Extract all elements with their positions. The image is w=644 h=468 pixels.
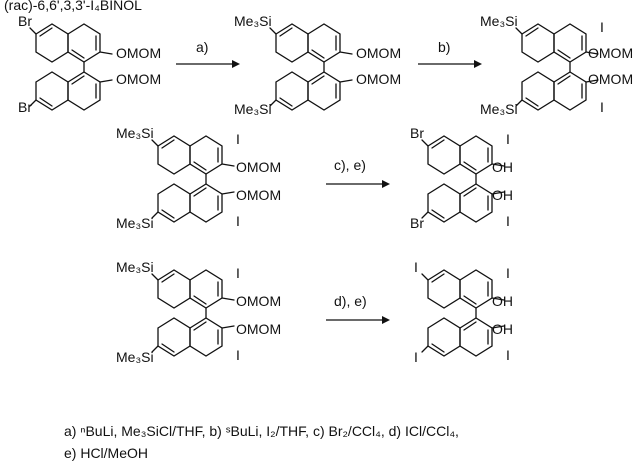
substituent-o-upper: OMOM xyxy=(236,159,281,175)
arrow-label-d-e: d), e) xyxy=(334,293,367,309)
substituent-c3-lower: I xyxy=(506,213,510,229)
substituent-c3-upper: I xyxy=(506,131,510,147)
arrow-label-a: a) xyxy=(196,39,208,55)
substituent-o-lower: OH xyxy=(492,321,513,337)
substituent-c6-lower: Me₃Si xyxy=(480,101,518,117)
substituent-c6-lower: Br xyxy=(18,99,32,115)
substituent-c6: Me₃Si xyxy=(116,259,154,275)
substituent-o-upper: OMOM xyxy=(116,45,161,61)
arrow-label-b: b) xyxy=(438,39,450,55)
molecule-7: I I I I OH OH xyxy=(414,259,513,365)
substituent-o-lower: OMOM xyxy=(588,71,633,87)
arrow-b: b) xyxy=(418,39,482,68)
molecule-6: Me₃Si Me₃Si I I OMOM OMOM xyxy=(116,259,281,365)
arrow-a: a) xyxy=(176,39,240,68)
substituent-c3-upper: I xyxy=(600,19,604,35)
molecule-2: Me₃Si Me₃Si OMOM OMOM xyxy=(234,13,401,117)
substituent-o-upper: OH xyxy=(492,159,513,175)
molecule-5: Br Br I I OH OH xyxy=(410,125,513,231)
substituent-c6-lower: Br xyxy=(410,215,424,231)
arrow-c-e: c), e) xyxy=(326,157,390,188)
substituent-c6: Me₃Si xyxy=(480,13,518,29)
substituent-c3-upper: I xyxy=(236,131,240,147)
footnote-line-1: a) ⁿBuLi, Me₃SiCl/THF, b) ˢBuLi, I₂/THF,… xyxy=(64,423,459,439)
substituent-c3-upper: I xyxy=(236,265,240,281)
substituent-o-lower: OMOM xyxy=(236,321,281,337)
footnote-line-2: e) HCl/MeOH xyxy=(64,445,148,461)
substituent-c3-lower: I xyxy=(600,99,604,115)
molecule-3: Me₃Si Me₃Si I I OMOM OMOM xyxy=(480,13,633,117)
substituent-c3-lower: I xyxy=(506,347,510,363)
substituent-c6: Br xyxy=(410,125,424,141)
substituent-o-upper: OH xyxy=(492,293,513,309)
substituent-c3-lower: I xyxy=(236,347,240,363)
substituent-o-upper: OMOM xyxy=(236,293,281,309)
arrow-label-c-e: c), e) xyxy=(334,157,366,173)
substituent-c6: I xyxy=(414,259,418,275)
substituent-c3-upper: I xyxy=(506,265,510,281)
substituent-o-upper: OMOM xyxy=(588,45,633,61)
substituent-c6-lower: Me₃Si xyxy=(116,349,154,365)
substituent-c6-lower: Me₃Si xyxy=(234,101,272,117)
substituent-o-lower: OMOM xyxy=(116,71,161,87)
substituent-c3-lower: I xyxy=(236,213,240,229)
substituent-c6-lower: Me₃Si xyxy=(116,215,154,231)
substituent-o-upper: OMOM xyxy=(356,45,401,61)
molecule-4: Me₃Si Me₃Si I I OMOM OMOM xyxy=(116,125,281,231)
substituent-o-lower: OH xyxy=(492,187,513,203)
substituent-c6: Me₃Si xyxy=(116,125,154,141)
header-text: (rac)-6,6',3,3'-I₄BINOL xyxy=(4,0,142,13)
arrow-d-e: d), e) xyxy=(326,293,390,324)
substituent-o-lower: OMOM xyxy=(236,187,281,203)
substituent-c6: Br xyxy=(18,13,32,29)
substituent-c6: Me₃Si xyxy=(234,13,272,29)
substituent-c6-lower: I xyxy=(414,349,418,365)
substituent-o-lower: OMOM xyxy=(356,71,401,87)
molecule-1: Br Br OMOM OMOM xyxy=(18,13,161,115)
